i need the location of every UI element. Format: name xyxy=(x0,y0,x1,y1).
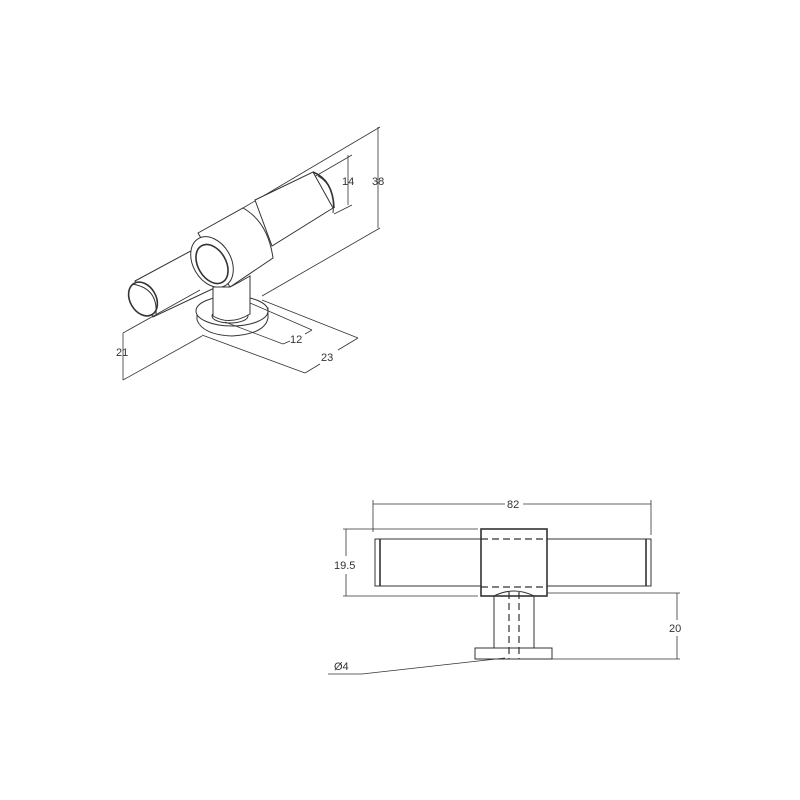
collar-inner-ring xyxy=(195,243,229,285)
collar xyxy=(480,528,548,597)
dimension-line-23 xyxy=(304,363,321,374)
dimension-label-23: 23 xyxy=(321,352,333,364)
dimension-label-12: 12 xyxy=(290,334,302,346)
right-rod-end-ring xyxy=(317,175,334,214)
extension-line xyxy=(122,335,203,381)
stem xyxy=(212,275,251,321)
dimension-label-20: 20 xyxy=(669,623,681,635)
dimension-label-diameter-4: Ø4 xyxy=(334,661,349,673)
dimension-label-14: 14 xyxy=(342,176,354,188)
extension-line xyxy=(201,334,306,374)
extension-line xyxy=(313,154,353,178)
dimension-label-19-5: 19.5 xyxy=(334,560,355,572)
dimension-label-21: 21 xyxy=(116,347,128,359)
dimension-label-38: 38 xyxy=(372,176,384,188)
collar xyxy=(197,207,274,288)
dimension-line-12 xyxy=(282,340,291,345)
extension-line xyxy=(224,321,284,345)
extension-line xyxy=(249,302,313,331)
left-rod-end-ring xyxy=(131,283,157,315)
dimension-line-12 xyxy=(304,329,313,335)
stem xyxy=(493,590,535,648)
isometric-view: 38 14 21 23 12 xyxy=(116,126,384,381)
dimension-line-23 xyxy=(337,337,359,351)
left-rod-end-cap xyxy=(127,281,159,317)
front-view: 82 19.5 20 Ø4 xyxy=(328,499,681,675)
extension-line xyxy=(333,204,353,215)
base-plate xyxy=(474,647,553,660)
right-rod xyxy=(546,538,652,587)
dimension-label-82: 82 xyxy=(507,499,519,511)
extension-line xyxy=(261,299,359,339)
extension-line xyxy=(261,227,381,297)
extension-line xyxy=(122,289,201,334)
left-rod xyxy=(374,538,482,587)
leader-line-diameter xyxy=(328,657,506,675)
